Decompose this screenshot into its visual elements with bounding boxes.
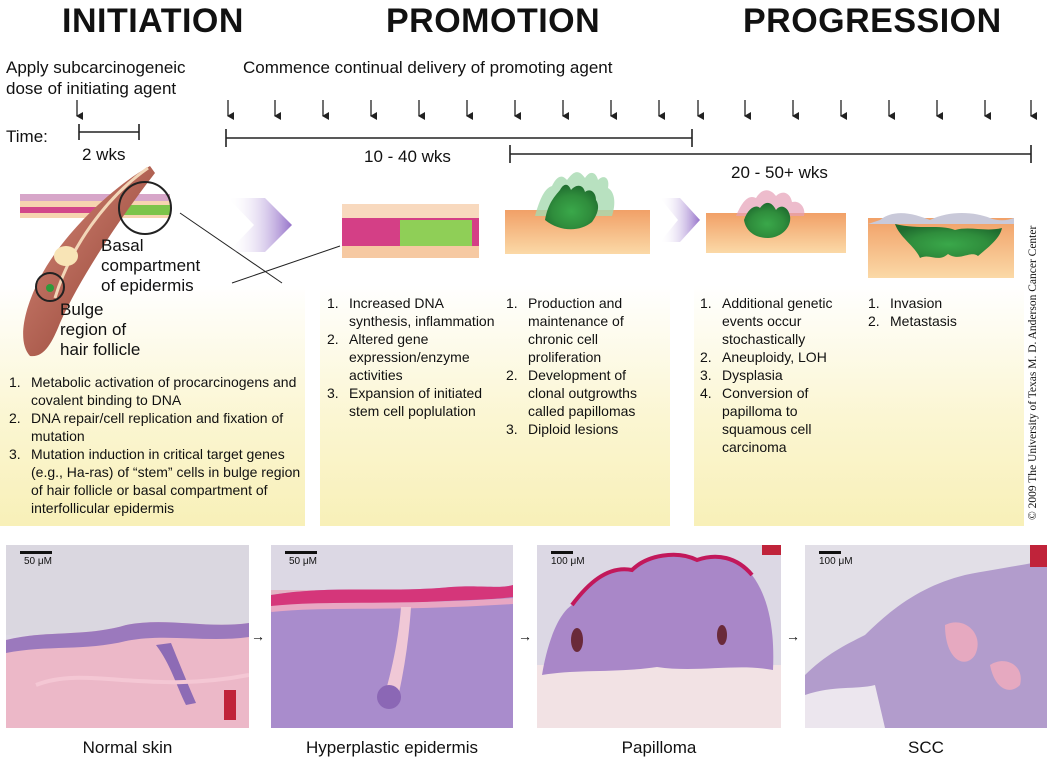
sequence-arrow-3: → xyxy=(786,628,800,644)
promotion-protocol: Commence continual delivery of promoting… xyxy=(243,58,613,77)
stage-heading-progression: PROGRESSION xyxy=(743,2,1002,40)
list-item: 1.Invasion xyxy=(868,295,943,311)
basal-label-line1: Basal xyxy=(101,236,144,255)
bulge-label-line2: region of xyxy=(60,320,127,339)
progression-events-list-a: 1.Additional genetic events occur stocha… xyxy=(700,294,860,456)
normal-skin-tissue-image xyxy=(6,545,249,728)
hair-follicle-illustration xyxy=(23,166,155,357)
progression-span-bar xyxy=(509,145,1032,163)
scale-bar xyxy=(819,551,841,554)
scale-bar-label: 50 μM xyxy=(289,556,317,567)
initiation-protocol: Apply subcarcinogeneic dose of initiatin… xyxy=(6,57,186,99)
initiation-events-list: 1.Metabolic activation of procarcinogens… xyxy=(9,373,304,517)
promotion-span-label: 10 - 40 wks xyxy=(364,147,451,166)
bulge-label-line1: Bulge xyxy=(60,300,104,319)
initiation-protocol-line1: Apply subcarcinogeneic xyxy=(6,58,186,77)
progression-panel xyxy=(694,285,1024,526)
bulge-label-line3: hair follicle xyxy=(60,340,141,359)
list-item: 2.DNA repair/cell replication and fixati… xyxy=(9,410,284,444)
sequence-arrow-1: → xyxy=(251,628,265,644)
scale-bar-label: 50 μM xyxy=(24,556,52,567)
list-item: 3.Dysplasia xyxy=(700,367,783,383)
progression-events-list-b: 1.Invasion 2.Metastasis xyxy=(868,294,1018,330)
promotion-events-list-b: 1.Production and maintenance of chronic … xyxy=(506,294,666,438)
promotion-span-bar xyxy=(225,129,693,147)
initiation-span-bar xyxy=(78,124,140,140)
bulge-region-label: Bulge region of hair follicle xyxy=(60,300,140,360)
list-item: 1.Metabolic activation of procarcinogens… xyxy=(9,374,297,408)
caption-hyperplastic-epidermis: Hyperplastic epidermis xyxy=(306,738,478,757)
initiation-protocol-line2: dose of initiating agent xyxy=(6,79,177,98)
caption-normal-skin: Normal skin xyxy=(82,738,173,757)
list-item: 1.Production and maintenance of chronic … xyxy=(506,295,624,365)
list-item: 3.Mutation induction in critical target … xyxy=(9,446,301,516)
promotion-panel xyxy=(320,285,670,526)
time-label: Time: xyxy=(6,127,48,146)
callout-lines xyxy=(179,212,341,284)
papilloma-tissue-image xyxy=(537,545,781,728)
scale-bar xyxy=(551,551,573,554)
illustration-layer xyxy=(20,166,1014,357)
timeline-graphic xyxy=(76,100,1037,163)
list-item: 1.Additional genetic events occur stocha… xyxy=(700,295,833,347)
stage-heading-initiation: INITIATION xyxy=(62,2,244,40)
list-item: 2.Altered gene expression/enzyme activit… xyxy=(327,331,470,383)
caption-scc: SCC xyxy=(908,738,944,757)
hyperplastic-epidermis-illustration xyxy=(342,204,479,258)
stage-chevron-arrow-1 xyxy=(228,198,292,252)
list-item: 3.Expansion of initiated stem cell poplu… xyxy=(327,385,483,419)
progression-span-label: 20 - 50+ wks xyxy=(731,163,828,182)
papilloma-illustration xyxy=(505,172,650,254)
hyperplastic-epidermis-tissue-image xyxy=(271,545,513,728)
sequence-arrow-2: → xyxy=(518,628,532,644)
scc-tissue-image xyxy=(805,545,1047,728)
list-item: 2.Development of clonal outgrowths calle… xyxy=(506,367,637,419)
micrograph-papilloma: 100 μM xyxy=(537,545,781,728)
micrograph-normal-skin: 50 μM xyxy=(6,545,249,728)
list-item: 3.Diploid lesions xyxy=(506,421,619,437)
caption-papilloma: Papilloma xyxy=(621,738,697,757)
copyright-credit: © 2009 The University of Texas M. D. And… xyxy=(1027,225,1039,520)
scale-bar-label: 100 μM xyxy=(819,556,853,567)
basal-label-line2: compartment xyxy=(101,256,201,275)
list-item: 1.Increased DNA synthesis, inflammation xyxy=(327,295,495,329)
scale-bar xyxy=(285,551,317,554)
list-item: 2.Aneuploidy, LOH xyxy=(700,349,827,365)
list-item: 4.Conversion of papilloma to squamous ce… xyxy=(700,385,812,455)
basal-compartment-label: Basal compartment of epidermis xyxy=(101,236,200,296)
micrograph-scc: 100 μM xyxy=(805,545,1047,728)
initiation-span-label: 2 wks xyxy=(82,145,126,164)
micrograph-hyperplastic-epidermis: 50 μM xyxy=(271,545,513,728)
scale-bar xyxy=(20,551,52,554)
basal-label-line3: of epidermis xyxy=(101,276,194,295)
stage-heading-promotion: PROMOTION xyxy=(386,2,601,40)
stage-chevron-arrow-2 xyxy=(660,198,700,242)
invasive-scc-illustration xyxy=(868,213,1014,278)
promotion-events-list-a: 1.Increased DNA synthesis, inflammation … xyxy=(327,294,497,420)
scale-bar-label: 100 μM xyxy=(551,556,585,567)
bulge-region-callout-circle xyxy=(35,272,65,302)
list-item: 2.Metastasis xyxy=(868,313,957,329)
dysplasia-illustration xyxy=(706,190,846,253)
promoting-agent-dose-arrows xyxy=(227,100,1037,120)
basal-compartment-callout-circle xyxy=(118,181,172,235)
